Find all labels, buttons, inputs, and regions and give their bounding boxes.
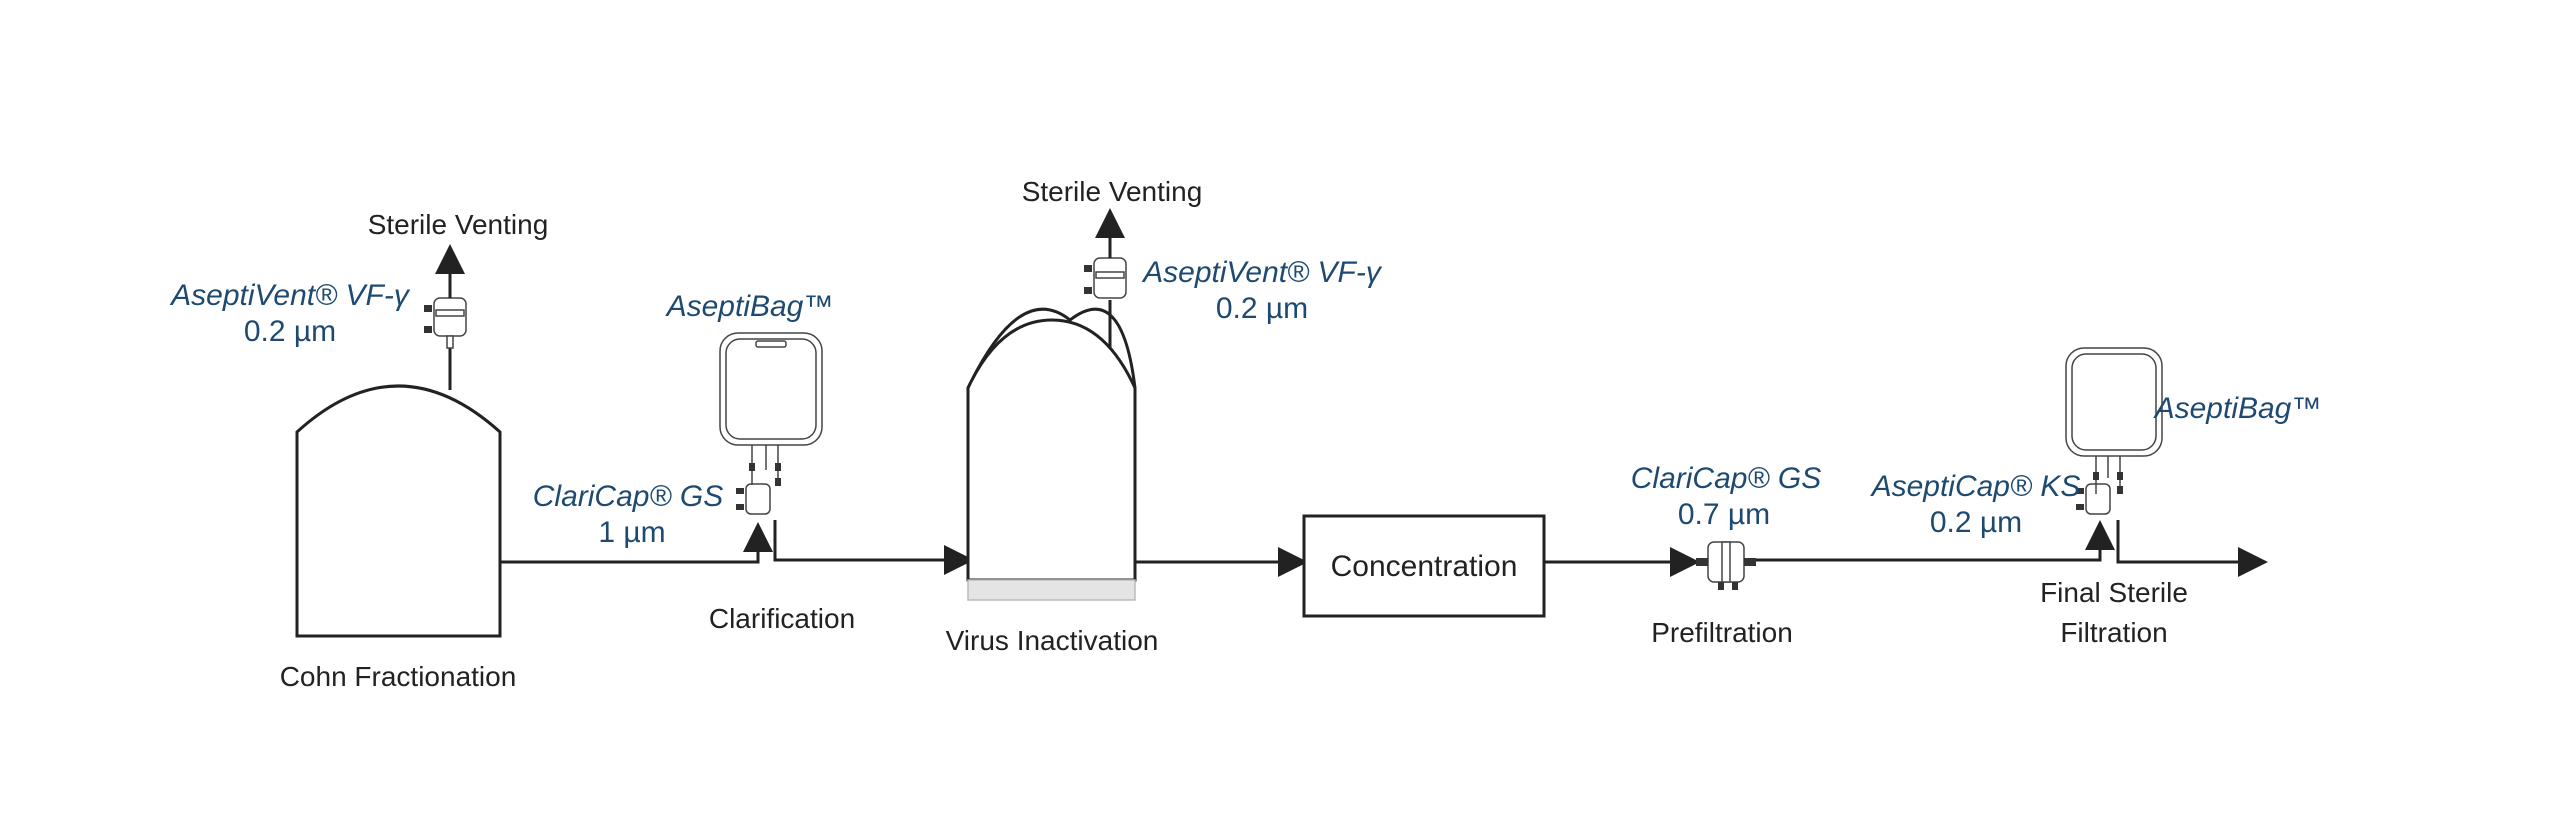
pipe-clarification-to-vi	[773, 520, 974, 575]
pipe-final-outlet	[2116, 520, 2268, 577]
label-asepticap: AseptiCap® KS	[1870, 470, 2081, 503]
label-aseptivent-left: AseptiVent® VF-γ	[169, 279, 411, 312]
label-aseptivent-left-spec: 0.2 µm	[244, 315, 336, 348]
label-aseptibag-right: AseptiBag™	[2153, 392, 2322, 425]
label-cohn-fractionation: Cohn Fractionation	[280, 661, 517, 692]
capsule-filter-icon	[736, 483, 771, 515]
label-aseptibag-left: AseptiBag™	[665, 290, 834, 323]
label-final-sterile: Final Sterile	[2040, 577, 2188, 608]
label-claricap-right-spec: 0.7 µm	[1678, 498, 1770, 531]
label-aseptivent-right: AseptiVent® VF-γ	[1141, 256, 1383, 289]
capsule-filter-icon	[2076, 483, 2111, 515]
pipe-prefiltration-to-final	[1756, 520, 2115, 562]
vent-filter-icon	[424, 297, 467, 349]
label-sterile-venting-right: Sterile Venting	[1022, 176, 1203, 207]
label-claricap-right: ClariCap® GS	[1631, 462, 1822, 495]
bag-icon	[2065, 347, 2163, 494]
label-virus-inactivation: Virus Inactivation	[946, 625, 1159, 656]
bag-icon	[719, 332, 823, 486]
label-claricap-left-spec: 1 µm	[598, 516, 665, 549]
concentration-box: Concentration	[1302, 514, 1546, 618]
label-asepticap-spec: 0.2 µm	[1930, 506, 2022, 539]
label-sterile-venting-left: Sterile Venting	[368, 209, 549, 240]
capsule-filter-icon	[1696, 541, 1756, 590]
vent-filter-icon	[1084, 257, 1127, 299]
virus-inactivation-vessel	[966, 307, 1137, 601]
pipe-cohn-to-clarification	[500, 522, 773, 564]
label-aseptivent-right-spec: 0.2 µm	[1216, 292, 1308, 325]
label-claricap-left: ClariCap® GS	[533, 480, 724, 513]
label-prefiltration: Prefiltration	[1651, 617, 1793, 648]
label-filtration: Filtration	[2060, 617, 2167, 648]
cohn-vessel	[295, 384, 502, 638]
label-clarification: Clarification	[709, 603, 855, 634]
label-concentration: Concentration	[1331, 550, 1518, 583]
